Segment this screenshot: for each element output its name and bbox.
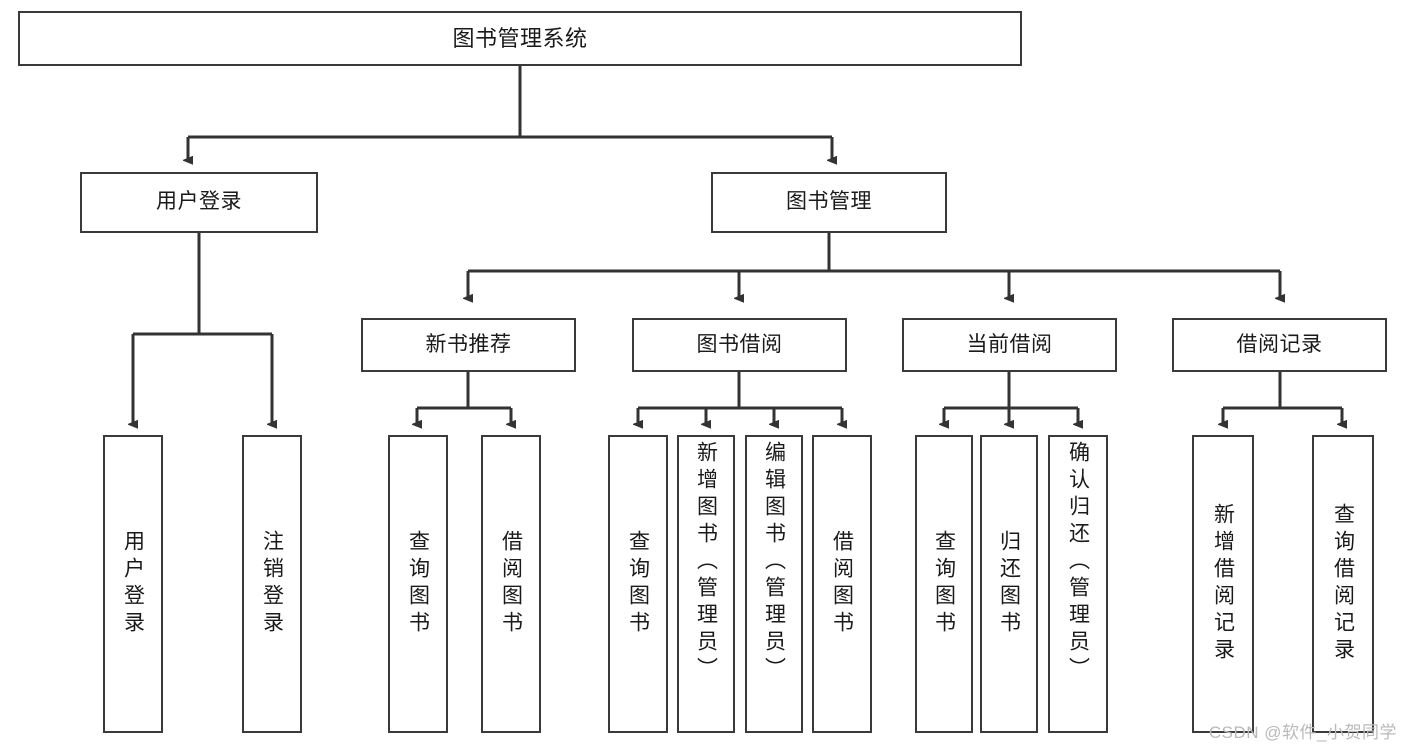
leaf-record-add-record-label: 新增借阅记录 xyxy=(1211,503,1235,665)
node-new-book-recommend-label: 新书推荐 xyxy=(425,332,512,356)
node-root-system[interactable]: 图书管理系统 xyxy=(18,11,1022,66)
node-borrow-record[interactable]: 借阅记录 xyxy=(1172,318,1387,372)
leaf-user-login-signout[interactable]: 注销登录 xyxy=(242,435,302,733)
leaf-user-login-signout-label: 注销登录 xyxy=(260,530,284,638)
leaf-current-return-book[interactable]: 归还图书 xyxy=(980,435,1038,733)
leaf-record-add-record[interactable]: 新增借阅记录 xyxy=(1192,435,1254,733)
node-root-system-label: 图书管理系统 xyxy=(452,25,588,51)
leaf-newbook-borrow-book-label: 借阅图书 xyxy=(499,530,523,638)
leaf-newbook-query-book[interactable]: 查询图书 xyxy=(388,435,448,733)
leaf-borrow-add-book-label: 新增图书（管理员） xyxy=(694,441,718,684)
node-borrow-record-label: 借阅记录 xyxy=(1236,332,1323,356)
node-current-borrow-label: 当前借阅 xyxy=(966,332,1053,356)
node-user-login[interactable]: 用户登录 xyxy=(80,172,318,233)
leaf-user-login-signin[interactable]: 用户登录 xyxy=(103,435,163,733)
watermark-text: CSDN @软件_小贺同学 xyxy=(1208,723,1397,742)
leaf-borrow-add-book[interactable]: 新增图书（管理员） xyxy=(677,435,735,733)
leaf-borrow-borrow-book[interactable]: 借阅图书 xyxy=(812,435,872,733)
leaf-current-confirm-return[interactable]: 确认归还（管理员） xyxy=(1048,435,1108,733)
node-book-management[interactable]: 图书管理 xyxy=(711,172,947,233)
leaf-borrow-query-book[interactable]: 查询图书 xyxy=(608,435,668,733)
node-book-borrow-label: 图书借阅 xyxy=(696,332,783,356)
leaf-current-confirm-return-label: 确认归还（管理员） xyxy=(1066,441,1090,684)
leaf-borrow-borrow-book-label: 借阅图书 xyxy=(830,530,854,638)
node-book-management-label: 图书管理 xyxy=(786,190,872,214)
leaf-record-query-record-label: 查询借阅记录 xyxy=(1331,503,1355,665)
leaf-newbook-borrow-book[interactable]: 借阅图书 xyxy=(481,435,541,733)
leaf-current-query-book-label: 查询图书 xyxy=(932,530,956,638)
node-user-login-label: 用户登录 xyxy=(156,190,242,214)
leaf-borrow-query-book-label: 查询图书 xyxy=(626,530,650,638)
leaf-borrow-edit-book[interactable]: 编辑图书（管理员） xyxy=(745,435,803,733)
leaf-user-login-signin-label: 用户登录 xyxy=(121,530,145,638)
leaf-newbook-query-book-label: 查询图书 xyxy=(406,530,430,638)
leaf-current-return-book-label: 归还图书 xyxy=(997,530,1021,638)
leaf-current-query-book[interactable]: 查询图书 xyxy=(915,435,973,733)
node-book-borrow[interactable]: 图书借阅 xyxy=(632,318,847,372)
node-current-borrow[interactable]: 当前借阅 xyxy=(902,318,1117,372)
leaf-borrow-edit-book-label: 编辑图书（管理员） xyxy=(762,441,786,684)
node-new-book-recommend[interactable]: 新书推荐 xyxy=(361,318,576,372)
leaf-record-query-record[interactable]: 查询借阅记录 xyxy=(1312,435,1374,733)
